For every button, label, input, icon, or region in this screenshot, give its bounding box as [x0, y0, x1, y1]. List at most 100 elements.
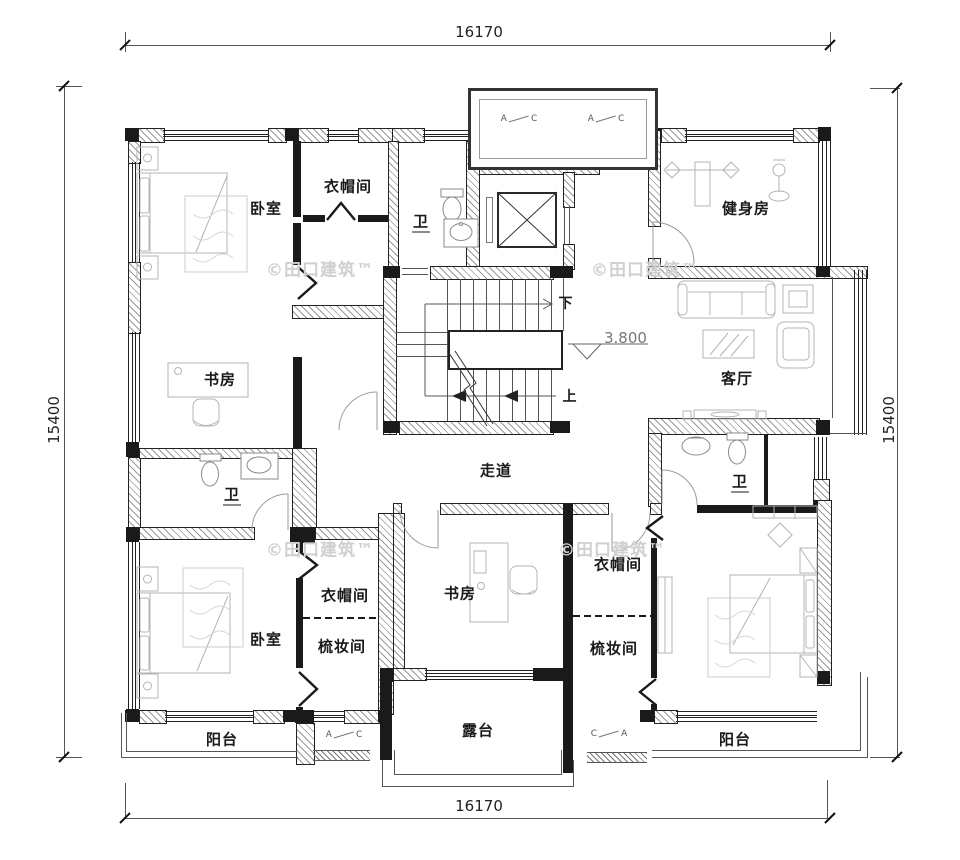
line: [830, 433, 867, 434]
room-label-cloakroom-bottom-right: 衣帽间: [593, 555, 643, 574]
stair-up-label: 上: [562, 389, 578, 405]
window: [128, 162, 140, 262]
wall: [651, 538, 657, 678]
furniture: [136, 146, 818, 699]
watermark: ©田口建筑™: [558, 540, 666, 561]
column: [125, 128, 138, 141]
wall: [764, 435, 768, 505]
window: [818, 141, 831, 267]
column: [295, 710, 314, 723]
room-label-dressing-bottom-right: 梳妆间: [589, 639, 639, 658]
wall: [296, 578, 303, 668]
wall-hatched: [654, 710, 678, 724]
wall-hatched: [563, 172, 575, 208]
wall: [293, 141, 301, 217]
line: [125, 783, 126, 819]
wall-hatched: [648, 266, 868, 279]
wall: [563, 503, 573, 773]
elevator-counterweight: [486, 197, 493, 243]
column: [126, 527, 139, 542]
fixtures: [199, 188, 749, 487]
room-label-terrace: 露台: [461, 721, 495, 740]
window: [165, 711, 253, 722]
wall: [651, 704, 657, 712]
room-label-bedroom-bottom-left: 卧室: [249, 630, 283, 649]
room-label-bath-left: 卫: [222, 485, 242, 506]
room-label-cloakroom-top-left: 衣帽间: [323, 177, 373, 196]
room-label-bath-right: 卫: [730, 472, 750, 493]
wall-hatched: [344, 710, 380, 724]
wall-hatched: [392, 128, 425, 143]
room-label-gym: 健身房: [721, 199, 771, 218]
wall-hatched: [817, 500, 832, 686]
door-chevrons: [297, 201, 664, 707]
balcony-outline: [121, 713, 298, 758]
wall-hatched: [292, 448, 317, 530]
window: [128, 332, 140, 442]
wall: [293, 223, 301, 265]
stair-landing: [448, 330, 563, 370]
wall: [380, 677, 392, 760]
line: [563, 278, 564, 331]
wall: [296, 538, 303, 552]
window: [676, 711, 817, 722]
column: [383, 266, 400, 278]
line: [564, 206, 565, 244]
column: [550, 421, 570, 433]
room-label-study-left: 书房: [203, 370, 237, 389]
watermark: ©田口建筑™: [266, 540, 374, 561]
line: [402, 268, 428, 269]
column: [817, 671, 830, 684]
wall-hatched: [430, 266, 554, 280]
wall-hatched: [128, 457, 141, 529]
window: [814, 437, 827, 479]
wall: [293, 357, 302, 448]
window: [425, 670, 533, 680]
wall-hatched: [440, 503, 565, 515]
wall-hatched: [393, 513, 405, 679]
line: [569, 206, 570, 244]
wall: [303, 215, 325, 222]
column: [533, 668, 572, 681]
column: [126, 442, 139, 457]
window: [854, 270, 867, 435]
stair-graphics: [424, 191, 648, 427]
wall-hatched: [661, 128, 687, 143]
line: [870, 88, 900, 89]
roof-box: [468, 88, 658, 170]
wall-hatched: [650, 503, 662, 515]
insulation-strip: [313, 750, 370, 761]
line: [870, 757, 900, 758]
dimension-right: 15400: [880, 396, 898, 444]
line: [64, 86, 65, 758]
wall-hatched: [253, 710, 285, 724]
dimension-left: 15400: [45, 396, 63, 444]
wall: [697, 505, 816, 513]
terrace-outline: [382, 760, 574, 787]
room-label-dressing-bottom-left: 梳妆间: [317, 637, 367, 656]
column: [285, 128, 298, 141]
roof-box-inner: [479, 99, 647, 159]
window: [163, 130, 268, 141]
room-label-bedroom-top-left: 卧室: [249, 199, 283, 218]
terrace-outline: [394, 750, 562, 775]
window: [423, 130, 468, 141]
wall-hatched: [139, 710, 167, 724]
line: [56, 757, 82, 758]
line: [396, 332, 448, 333]
level-mark: 3.800: [604, 329, 647, 347]
room-label-study-bottom: 书房: [443, 584, 477, 603]
balcony-outline: [652, 677, 868, 758]
line: [125, 45, 830, 46]
partition-line: [303, 617, 383, 619]
line: [447, 279, 448, 421]
partition-line: [573, 615, 651, 617]
wall: [358, 215, 388, 222]
watermark: ©田口建筑™: [266, 260, 374, 281]
line: [56, 86, 82, 87]
wall-hatched: [315, 527, 394, 540]
